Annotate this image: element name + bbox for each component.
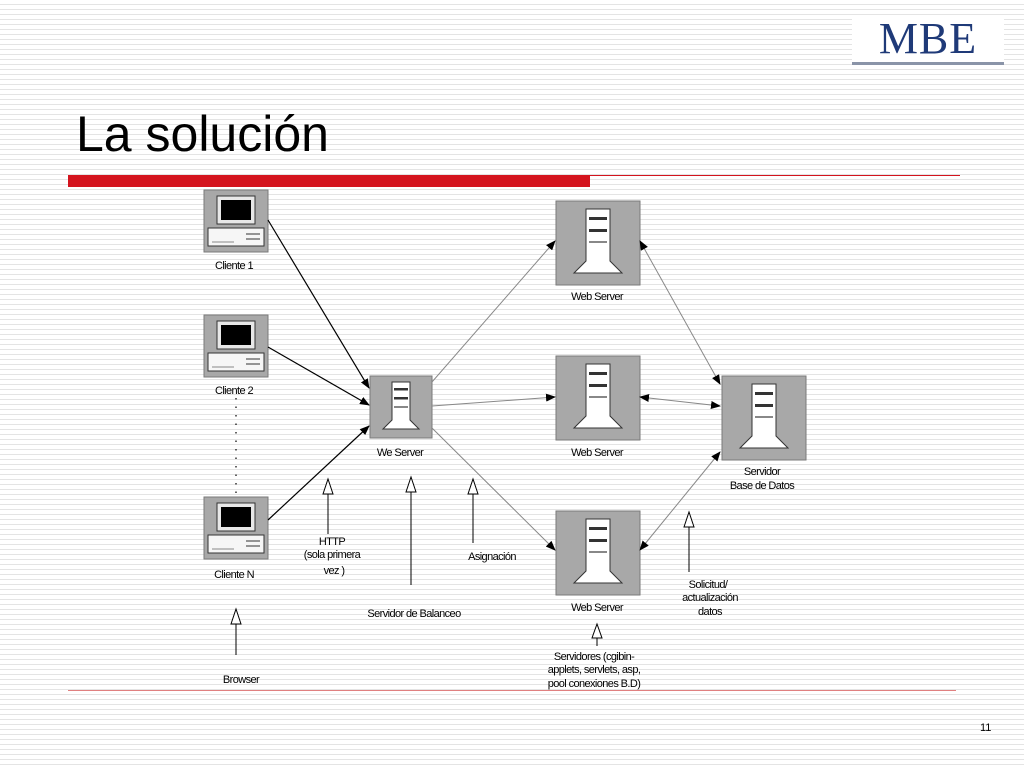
servers-pointer-arrow xyxy=(591,622,603,646)
page-number: 11 xyxy=(980,722,992,734)
http-label-line3: vez ) xyxy=(324,565,345,577)
balancer-server-label: We Server xyxy=(377,447,424,459)
web-server-2-icon xyxy=(555,355,641,441)
client2-to-balancer-arrow xyxy=(267,346,370,406)
database-server-icon xyxy=(721,375,807,461)
web-server-1-label: Web Server xyxy=(571,291,624,303)
web-server-3-label: Web Server xyxy=(571,602,624,614)
http-label-line1: HTTP xyxy=(319,536,346,548)
clientn-to-balancer-arrow xyxy=(267,425,370,521)
client-2-computer-icon xyxy=(203,314,269,378)
http-pointer-arrow xyxy=(322,477,334,534)
http-label-line2: (sola primera xyxy=(304,549,362,561)
client-n-label: Cliente N xyxy=(214,569,254,581)
balancing-server-pointer-arrow xyxy=(405,475,417,585)
assignment-pointer-arrow xyxy=(467,477,479,543)
slide-title: La solución xyxy=(76,106,329,162)
footer-divider xyxy=(68,690,956,691)
balancer-server-icon xyxy=(369,375,433,439)
assignment-label: Asignación xyxy=(468,551,516,563)
web-server-1-icon xyxy=(555,200,641,286)
servers-label-line3: pool conexiones B.D) xyxy=(548,678,641,690)
web-server-2-label: Web Server xyxy=(571,447,624,459)
request-label-line3: datos xyxy=(698,606,723,618)
webserver3-database-link xyxy=(639,451,721,551)
title-underline-thin xyxy=(590,175,960,176)
servers-label-line2: applets, servlets, asp, xyxy=(548,664,641,676)
request-label-line2: actualización xyxy=(682,592,738,604)
database-label-line1: Servidor xyxy=(744,466,781,478)
balancer-to-webserver2-arrow xyxy=(431,393,556,407)
webserver2-database-link xyxy=(639,394,721,409)
title-underline-bar xyxy=(68,175,590,187)
client-1-label: Cliente 1 xyxy=(215,260,253,272)
request-label-line1: Solicitud/ xyxy=(689,579,729,591)
browser-label: Browser xyxy=(223,674,260,686)
web-server-3-icon xyxy=(555,510,641,596)
balancer-to-webserver3-arrow xyxy=(431,427,556,551)
database-label-line2: Base de Datos xyxy=(730,480,795,492)
mbe-logo: MBE xyxy=(852,16,1004,65)
client-n-computer-icon xyxy=(203,496,269,560)
browser-pointer-arrow xyxy=(230,607,242,655)
servers-label-line1: Servidores (cgibin- xyxy=(554,651,635,663)
request-pointer-arrow xyxy=(683,510,695,572)
balancing-server-label: Servidor de Balanceo xyxy=(367,608,461,620)
client-1-computer-icon xyxy=(203,189,269,253)
balancer-to-webserver1-arrow xyxy=(431,240,556,383)
client-2-label: Cliente 2 xyxy=(215,385,253,397)
webserver1-database-link xyxy=(639,240,721,385)
client1-to-balancer-arrow xyxy=(267,219,370,389)
